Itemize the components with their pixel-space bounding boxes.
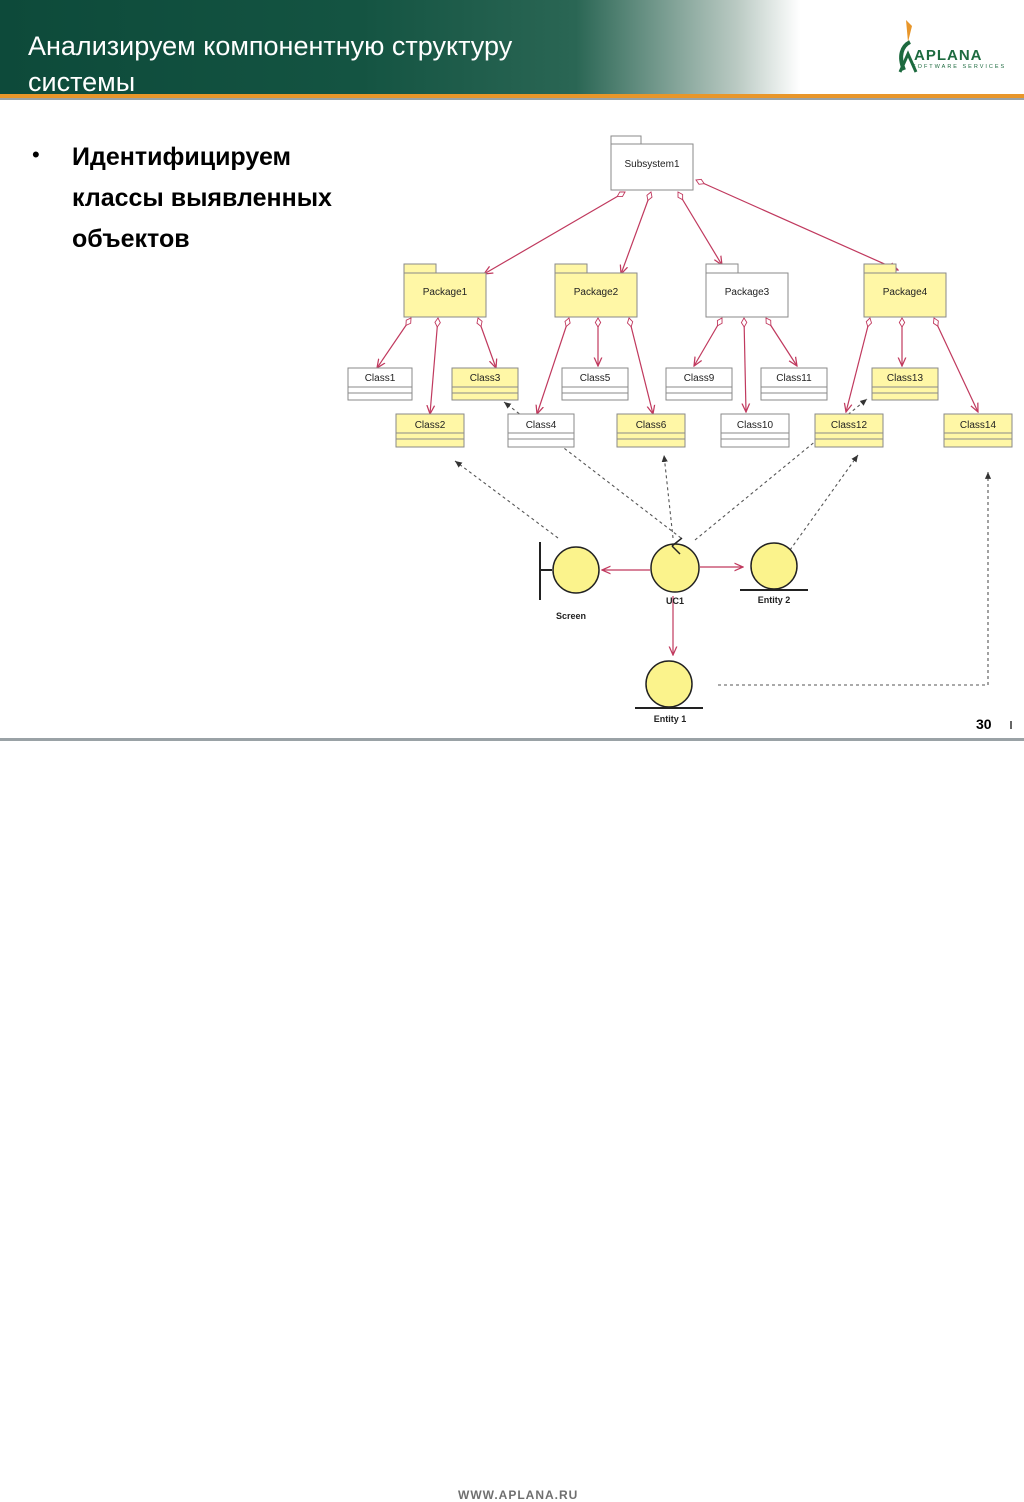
slide-header: Анализируем компонентную структуру систе… bbox=[0, 0, 1024, 97]
package-label: Package3 bbox=[725, 287, 770, 298]
class-label: Class3 bbox=[470, 373, 501, 384]
class-label: Class2 bbox=[415, 420, 446, 431]
class-node: Class14 bbox=[943, 413, 1013, 448]
class-node: Class9 bbox=[665, 367, 733, 401]
class-node: Class4 bbox=[507, 413, 575, 448]
object-label: UC1 bbox=[666, 596, 684, 606]
class-node: Class10 bbox=[720, 413, 790, 448]
subsystem-node: Subsystem1 bbox=[610, 135, 694, 191]
package-label: Package1 bbox=[423, 287, 468, 298]
object-label: Entity 2 bbox=[758, 595, 791, 605]
package-label: Package2 bbox=[574, 287, 619, 298]
logo-name: APLANA bbox=[914, 47, 983, 64]
class-label: Class6 bbox=[636, 420, 667, 431]
bullet-text: Идентифицируем классы выявленных объекто… bbox=[72, 143, 332, 253]
object-label: Entity 1 bbox=[654, 714, 687, 724]
class-node: Class1 bbox=[347, 367, 413, 401]
class-label: Class4 bbox=[526, 420, 557, 431]
control-object: UC1 bbox=[650, 537, 700, 606]
class-label: Class10 bbox=[737, 420, 774, 431]
footer-website: WWW.APLANA.RU bbox=[458, 1488, 579, 1502]
class-node: Class11 bbox=[760, 367, 828, 401]
footer-divider bbox=[0, 738, 1024, 741]
subsystem-label: Subsystem1 bbox=[624, 159, 679, 170]
entity-object: Entity 2 bbox=[740, 542, 808, 605]
class-label: Class14 bbox=[960, 420, 997, 431]
page-tick bbox=[1010, 721, 1012, 729]
header-divider bbox=[0, 98, 1024, 100]
package-label: Package4 bbox=[883, 287, 928, 298]
page-number: 30 bbox=[976, 716, 992, 732]
package-node: Package1 bbox=[403, 263, 487, 318]
object-label: Screen bbox=[556, 611, 586, 621]
class-label: Class13 bbox=[887, 373, 924, 384]
class-node: Class13 bbox=[871, 367, 939, 401]
boundary-object: Screen bbox=[539, 542, 600, 621]
logo-tagline: SOFTWARE SERVICES bbox=[912, 64, 1007, 70]
class-label: Class9 bbox=[684, 373, 715, 384]
entity-object: Entity 1 bbox=[635, 660, 703, 724]
class-node: Class5 bbox=[561, 367, 629, 401]
class-label: Class5 bbox=[580, 373, 611, 384]
class-label: Class11 bbox=[776, 373, 812, 384]
uml-diagram: Subsystem1 Package1 Package2 Package3 Pa… bbox=[347, 135, 1013, 724]
header-band bbox=[0, 0, 800, 94]
package-node: Package4 bbox=[863, 263, 947, 318]
aplana-logo-icon bbox=[898, 20, 918, 73]
class-node: Class6 bbox=[616, 413, 686, 448]
class-label: Class12 bbox=[831, 420, 868, 431]
bullet-dot: • bbox=[32, 142, 40, 167]
package-node: Package3 bbox=[705, 263, 789, 318]
package-node: Package2 bbox=[554, 263, 638, 318]
aggregation-links bbox=[377, 180, 978, 655]
class-node: Class3 bbox=[451, 367, 519, 401]
class-label: Class1 bbox=[365, 373, 396, 384]
class-node: Class12 bbox=[814, 413, 884, 448]
header-accent-rule bbox=[0, 94, 1024, 98]
slide-title: Анализируем компонентную структуру систе… bbox=[28, 31, 513, 97]
class-node: Class2 bbox=[395, 413, 465, 448]
footer: WWW.APLANA.RU bbox=[0, 741, 1024, 1502]
